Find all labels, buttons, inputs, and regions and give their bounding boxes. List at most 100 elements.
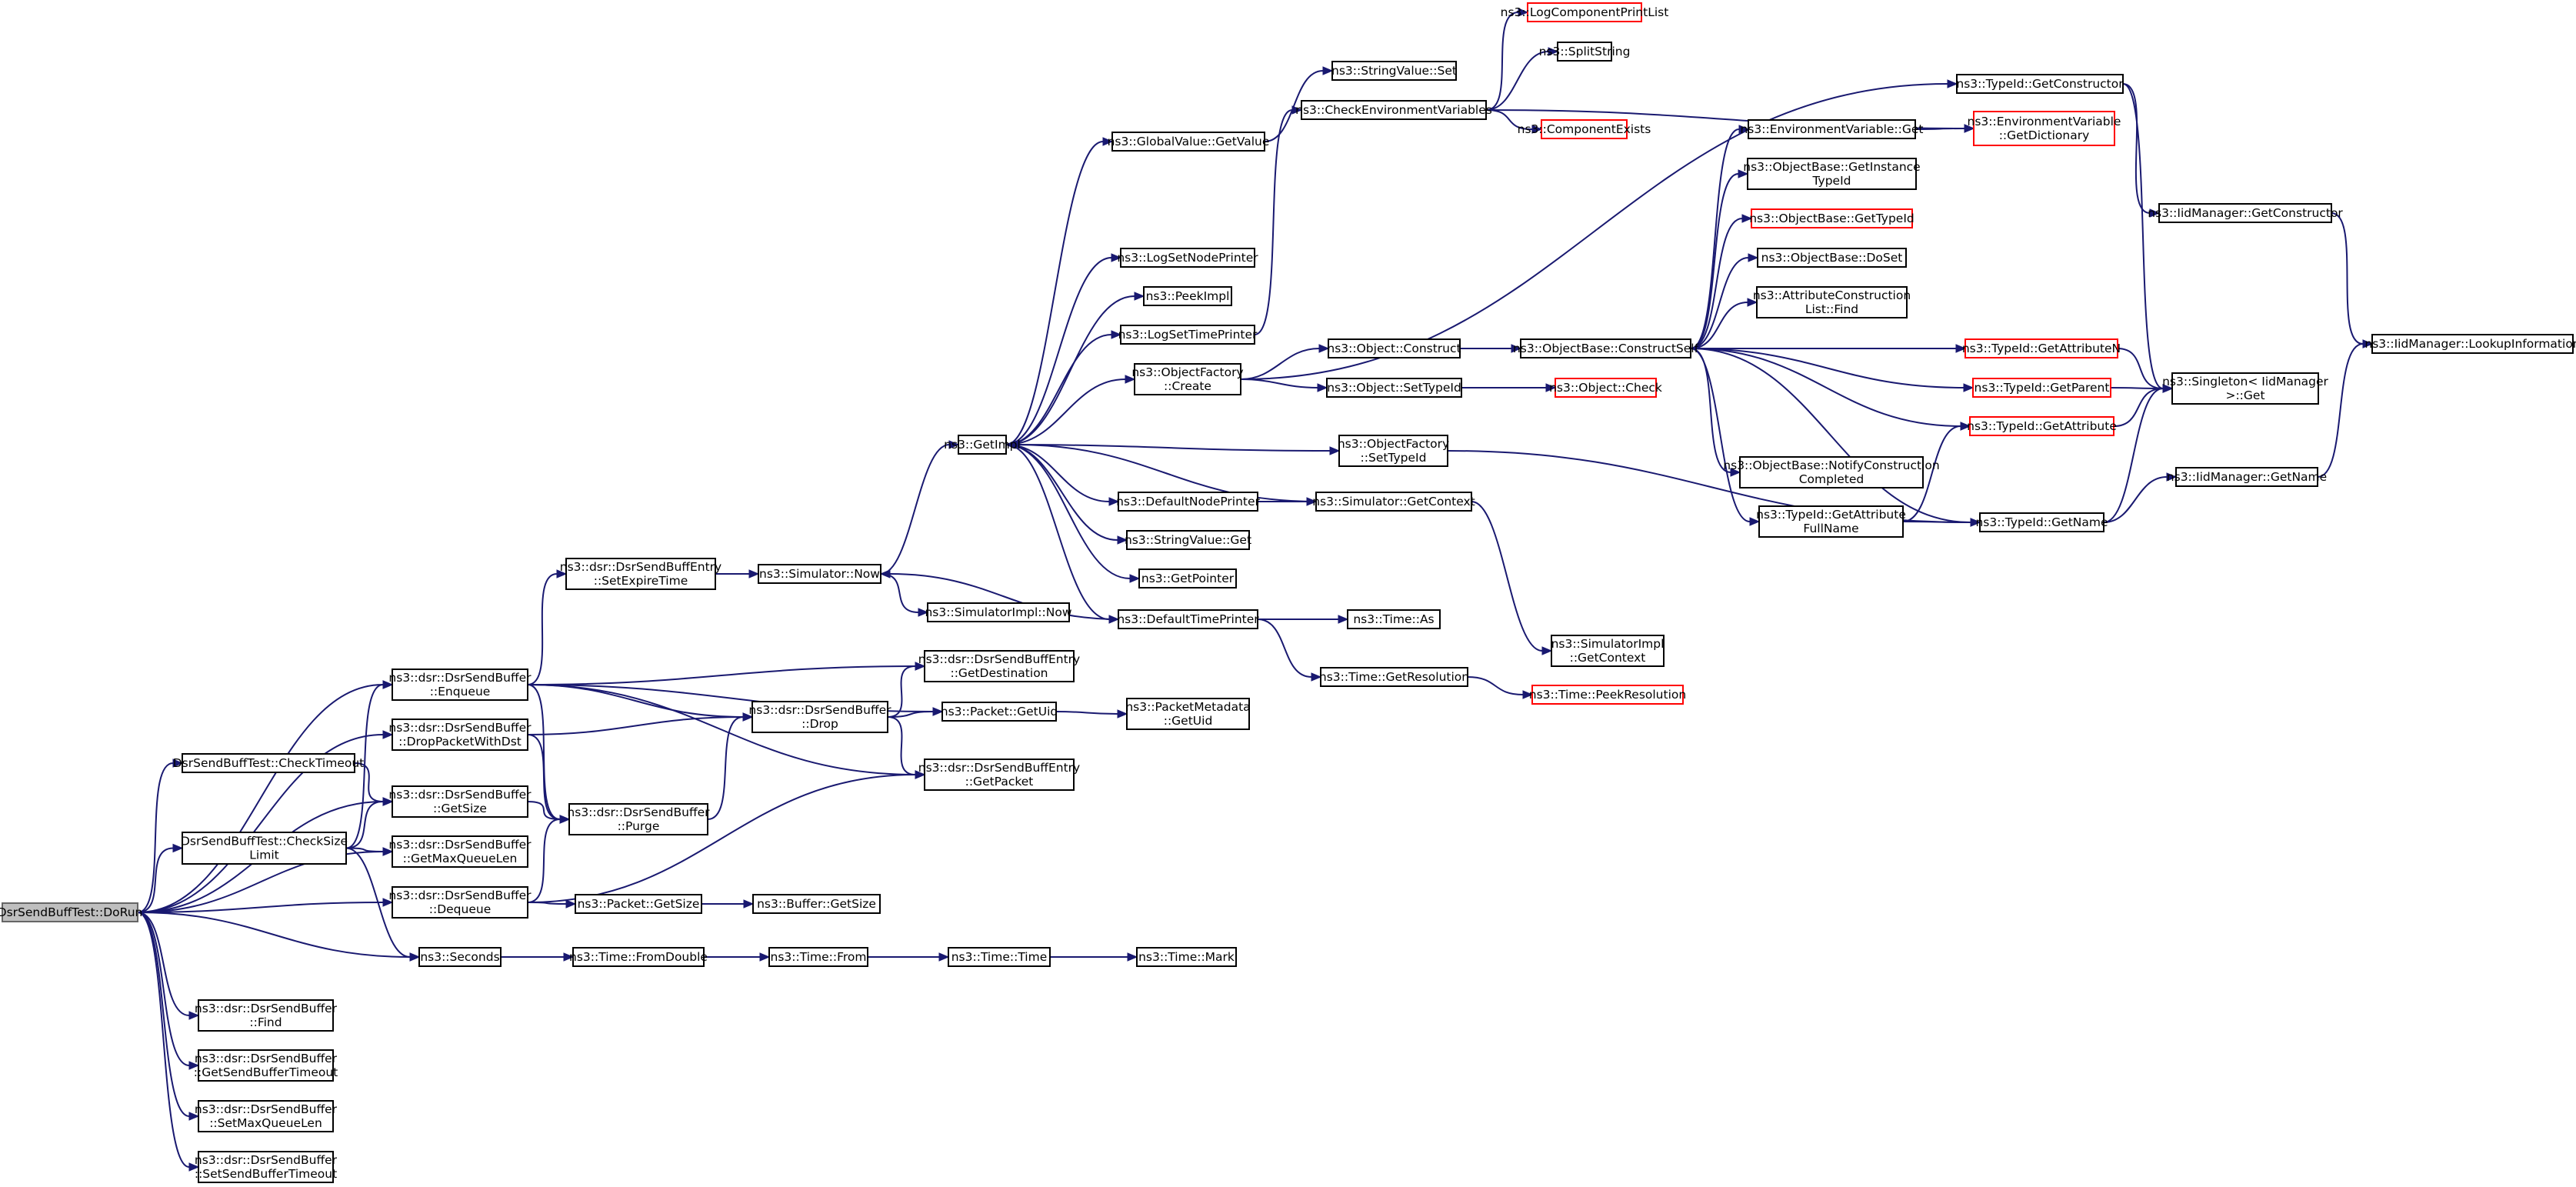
node-checkenvvars[interactable]: ns3::CheckEnvironmentVariables (1295, 100, 1492, 120)
node-setexpiretime[interactable]: ns3::dsr::DsrSendBuffEntry::SetExpireTim… (560, 558, 721, 590)
node-objectconstruct[interactable]: ns3::Object::Construct (1327, 338, 1461, 358)
node-drop[interactable]: ns3::dsr::DsrSendBuffer::Drop (748, 701, 891, 733)
node-objbaseconstructself[interactable]: ns3::ObjectBase::ConstructSelf (1513, 338, 1699, 358)
node-simgetcontext[interactable]: ns3::Simulator::GetContext (1312, 492, 1475, 512)
node-componentexists[interactable]: ns3::ComponentExists (1518, 119, 1651, 139)
node-label: ns3::ObjectFactory (1131, 365, 1243, 379)
edge-line (880, 573, 919, 613)
node-objfactorysettypeid[interactable]: ns3::ObjectFactory::SetTypeId (1338, 435, 1449, 467)
edge-defaulttimeprinter-to-timeas (1258, 615, 1349, 624)
edge-dorun-to-getsendbuffertimeout (137, 912, 200, 1070)
node-splitstring[interactable]: ns3::SplitString (1539, 42, 1631, 62)
node-getpacket[interactable]: ns3::dsr::DsrSendBuffEntry::GetPacket (918, 759, 1080, 791)
edge-line (1005, 141, 1104, 445)
node-setsendbuffertimeout[interactable]: ns3::dsr::DsrSendBuffer::SetSendBufferTi… (195, 1151, 338, 1183)
node-iidmanagergetname[interactable]: ns3::IidManager::GetName (2167, 467, 2327, 487)
node-purge[interactable]: ns3::dsr::DsrSendBuffer::Purge (567, 803, 710, 835)
node-objbasenotifyconstructioncompleted[interactable]: ns3::ObjectBase::NotifyConstructionCompl… (1723, 456, 1940, 488)
node-defaultnodeprinter[interactable]: ns3::DefaultNodePrinter (1116, 492, 1261, 512)
node-timefrom[interactable]: ns3::Time::From (768, 947, 868, 967)
node-box (198, 1100, 334, 1132)
node-simimplgetcontext[interactable]: ns3::SimulatorImpl::GetContext (1551, 635, 1665, 667)
edge-setexpiretime-to-simnow (715, 569, 760, 578)
node-packetgetsize[interactable]: ns3::Packet::GetSize (575, 894, 702, 914)
node-typeidgetconstructor[interactable]: ns3::TypeId::GetConstructor (1956, 74, 2124, 94)
node-simnow[interactable]: ns3::Simulator::Now (758, 564, 881, 584)
edge-typeidgetattributefullname-to-typeidgetattribute (1902, 422, 1971, 522)
node-objbasegettypeid[interactable]: ns3::ObjectBase::GetTypeId (1749, 208, 1915, 228)
node-timetime[interactable]: ns3::Time::Time (948, 947, 1051, 967)
node-objfactorycreate[interactable]: ns3::ObjectFactory::Create (1131, 363, 1244, 395)
node-label: ns3::Time::From (771, 950, 867, 964)
node-timeas[interactable]: ns3::Time::As (1347, 609, 1441, 629)
node-peekimpl[interactable]: ns3::PeekImpl (1143, 286, 1232, 306)
node-getpointer[interactable]: ns3::GetPointer (1138, 568, 1237, 588)
node-envvargetdictionary[interactable]: ns3::EnvironmentVariable::GetDictionary (1968, 111, 2121, 146)
edge-line (137, 734, 384, 913)
node-getsize_buf[interactable]: ns3::dsr::DsrSendBuffer::GetSize (388, 785, 532, 818)
node-envvarget[interactable]: ns3::EnvironmentVariable::Get (1740, 119, 1924, 139)
node-box (1331, 61, 1457, 81)
edge-arrowhead (1311, 672, 1322, 682)
edge-line (1690, 173, 1739, 349)
node-getimpl[interactable]: ns3::GetImpl (944, 435, 1021, 455)
edge-arrowhead (188, 1112, 200, 1121)
node-typeidgetattribute[interactable]: ns3::TypeId::GetAttribute (1967, 416, 2117, 436)
node-find[interactable]: ns3::dsr::DsrSendBuffer::Find (195, 999, 338, 1032)
node-label: ns3::dsr::DsrSendBuffer (388, 889, 532, 902)
node-label: ::Dequeue (429, 902, 491, 916)
edge-dorun-to-checksizelimit (137, 843, 184, 913)
node-label: ns3::LogSetNodePrinter (1117, 251, 1258, 265)
node-getmaxqueuelen[interactable]: ns3::dsr::DsrSendBuffer::GetMaxQueueLen (388, 835, 532, 868)
node-timegetresolution[interactable]: ns3::Time::GetResolution (1319, 667, 1469, 687)
node-timepeekresolution[interactable]: ns3::Time::PeekResolution (1529, 685, 1686, 705)
node-setmaxqueuelen[interactable]: ns3::dsr::DsrSendBuffer::SetMaxQueueLen (195, 1100, 338, 1132)
node-typeidgetname[interactable]: ns3::TypeId::GetName (1975, 512, 2108, 532)
node-objectcheck[interactable]: ns3::Object::Check (1549, 378, 1662, 398)
node-checktimeout[interactable]: DsrSendBuffTest::CheckTimeout (173, 753, 365, 773)
node-label: ns3::Simulator::Now (759, 567, 880, 581)
node-getdestination[interactable]: ns3::dsr::DsrSendBuffEntry::GetDestinati… (918, 650, 1080, 682)
node-iidmanagerlookupinformation[interactable]: ns3::IidManager::LookupInformation (2364, 334, 2576, 354)
node-stringvalueget[interactable]: ns3::StringValue::Get (1125, 530, 1251, 550)
node-objbasedoset[interactable]: ns3::ObjectBase::DoSet (1757, 248, 1907, 268)
node-logsetnodeprinter[interactable]: ns3::LogSetNodePrinter (1117, 248, 1258, 268)
node-timemark[interactable]: ns3::Time::Mark (1136, 947, 1237, 967)
node-fromdouble[interactable]: ns3::Time::FromDouble (569, 947, 708, 967)
edge-getimpl-to-logsettimeprinter (1005, 330, 1122, 445)
edge-objbaseconstructself-to-typeidgetattribute (1690, 348, 1971, 431)
edge-dorun-to-setmaxqueuelen (137, 912, 200, 1121)
node-box (575, 894, 702, 914)
node-enqueue[interactable]: ns3::dsr::DsrSendBuffer::Enqueue (388, 669, 532, 701)
node-objectsettypeid[interactable]: ns3::Object::SetTypeId (1326, 378, 1462, 398)
node-dequeue[interactable]: ns3::dsr::DsrSendBuffer::Dequeue (388, 886, 532, 919)
node-logcomponentprintlist[interactable]: ns3::LogComponentPrintList (1501, 2, 1669, 22)
node-box (1758, 505, 1904, 538)
node-box (1111, 132, 1265, 152)
node-dropwithdst[interactable]: ns3::dsr::DsrSendBuffer::DropPacketWithD… (388, 719, 532, 751)
node-dorun[interactable]: DsrSendBuffTest::DoRun (0, 902, 142, 922)
node-iidmanagergetconstructor[interactable]: ns3::IidManager::GetConstructor (2148, 203, 2343, 223)
edge-arrowhead (1738, 169, 1749, 178)
edge-arrowhead (1117, 709, 1128, 719)
node-stringvalueset[interactable]: ns3::StringValue::Set (1331, 61, 1457, 81)
node-logsettimeprinter[interactable]: ns3::LogSetTimePrinter (1118, 325, 1258, 345)
node-globalvaluegetvalue[interactable]: ns3::GlobalValue::GetValue (1108, 132, 1270, 152)
node-packetgetuid[interactable]: ns3::Packet::GetUid (941, 702, 1058, 722)
node-packetmetadatagetuid[interactable]: ns3::PacketMetadata::GetUid (1125, 698, 1251, 730)
node-simimplnow[interactable]: ns3::SimulatorImpl::Now (925, 602, 1072, 622)
node-buffergetsize[interactable]: ns3::Buffer::GetSize (752, 894, 881, 914)
node-typeidgetattributen[interactable]: ns3::TypeId::GetAttributeN (1962, 338, 2121, 358)
node-label: ns3::Seconds (420, 950, 499, 964)
node-label: ::GetSize (433, 802, 487, 815)
node-getsendbuffertimeout[interactable]: ns3::dsr::DsrSendBuffer::GetSendBufferTi… (194, 1049, 338, 1082)
node-typeidgetparent[interactable]: ns3::TypeId::GetParent (1972, 378, 2111, 398)
node-seconds[interactable]: ns3::Seconds (418, 947, 502, 967)
node-defaulttimeprinter[interactable]: ns3::DefaultTimePrinter (1117, 609, 1259, 629)
node-singletonget[interactable]: ns3::Singleton< IidManager >::Get (2162, 372, 2329, 405)
node-label: ns3::GlobalValue::GetValue (1108, 135, 1270, 148)
